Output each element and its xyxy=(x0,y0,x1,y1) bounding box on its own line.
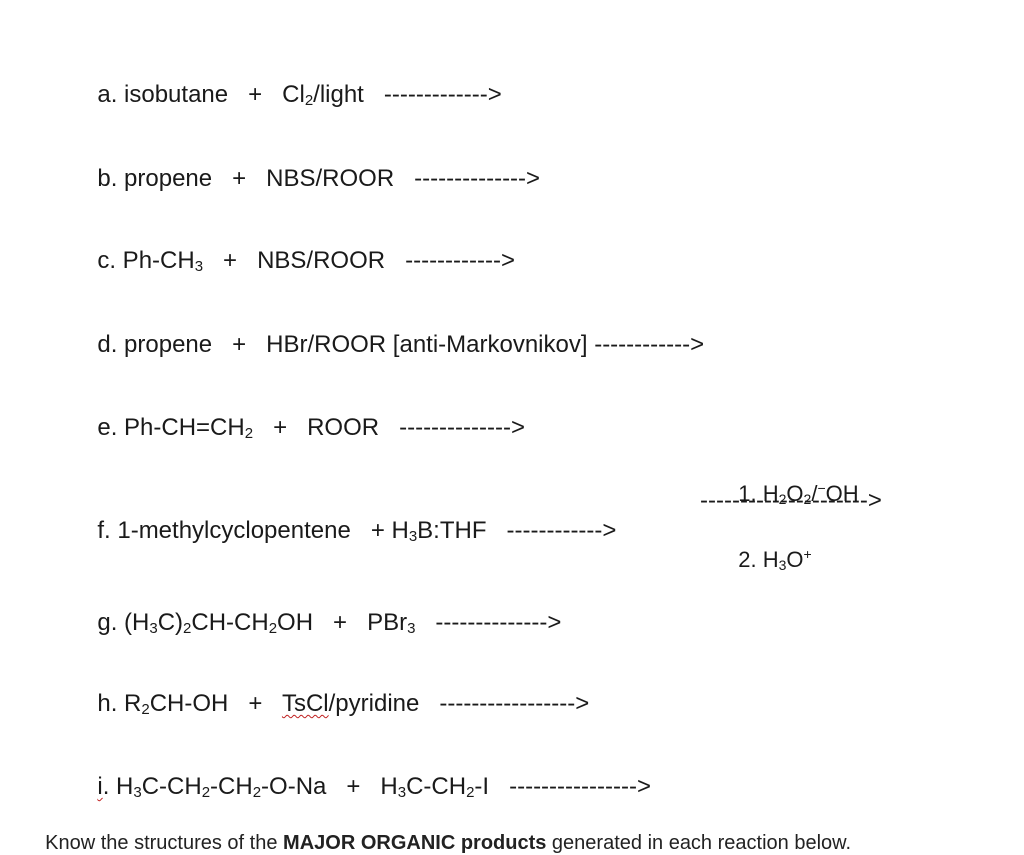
instructions-emphasis: MAJOR ORGANIC products xyxy=(283,832,547,854)
reaction-h: h. R2CH-OH + TsCl/pyridine -------------… xyxy=(97,690,590,718)
reaction-e: e. Ph-CH=CH2 + ROOR --------------> xyxy=(97,414,525,442)
spellcheck-underlined-word: TsCl xyxy=(281,690,329,717)
spellcheck-underlined-letter: i xyxy=(97,773,103,800)
reaction-d: d. propene + HBr/ROOR [anti-Markovnikov]… xyxy=(97,331,705,358)
reaction-f: f. 1-methylcyclopentene + H3B:THF ------… xyxy=(97,517,617,545)
reaction-f-step2-condition: 2. H3O+ xyxy=(738,546,812,573)
reaction-f-second-arrow: ---------------------> xyxy=(700,487,882,514)
reaction-f-step1-condition: 1. H2O2/−OH xyxy=(738,480,859,507)
reaction-a: a. isobutane + Cl2/light -------------> xyxy=(97,81,502,109)
reaction-c: c. Ph-CH3 + NBS/ROOR ------------> xyxy=(97,247,516,275)
reaction-i: i. H3C-CH2-CH2-O-Na + H3C-CH2-I --------… xyxy=(97,773,651,801)
instructions-text: Know the structures of the MAJOR ORGANIC… xyxy=(45,832,852,854)
reaction-g: g. (H3C)2CH-CH2OH + PBr3 --------------> xyxy=(97,609,562,637)
reaction-b: b. propene + NBS/ROOR --------------> xyxy=(97,165,541,192)
